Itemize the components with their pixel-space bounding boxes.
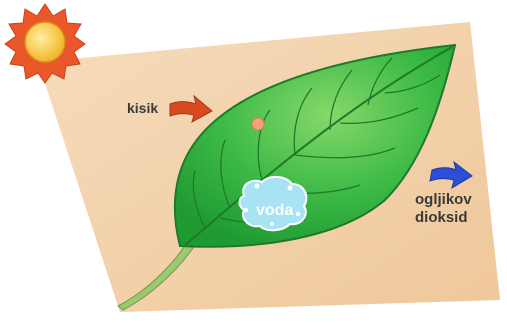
co2-label-line2: dioksid — [415, 209, 468, 226]
water-label: voda — [256, 202, 293, 219]
oxygen-label: kisik — [127, 100, 158, 116]
co2-label-line1: ogljikov — [415, 191, 472, 208]
oxygen-spot — [252, 118, 264, 130]
